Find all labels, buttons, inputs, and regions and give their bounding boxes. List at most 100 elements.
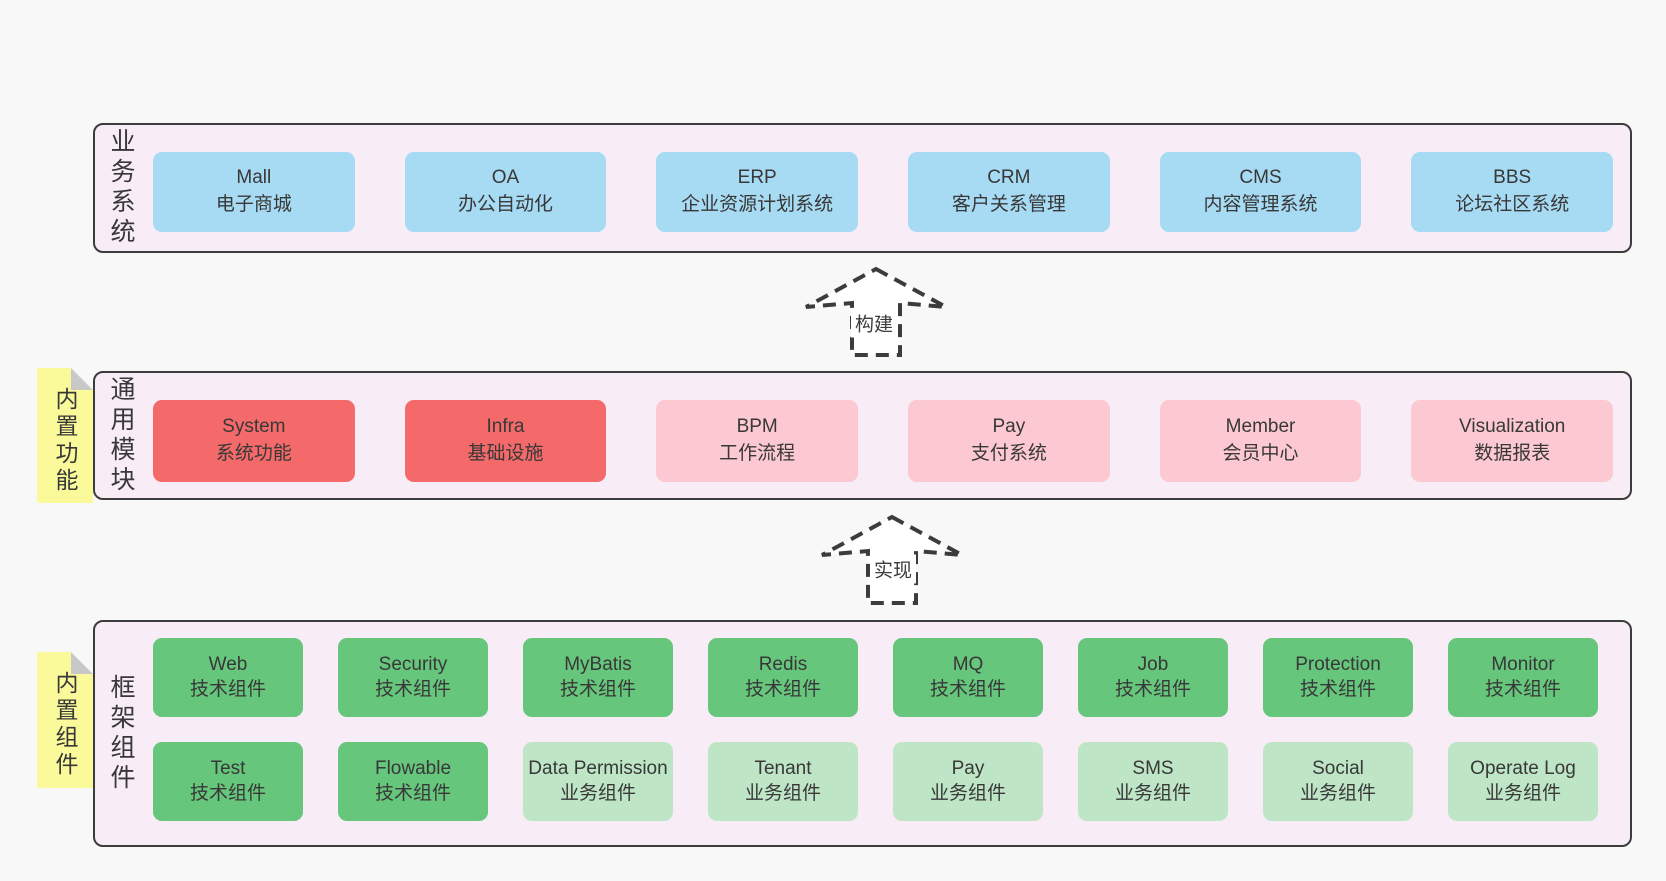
- box-subtitle: 论坛社区系统: [1455, 194, 1570, 215]
- component-box: Security 技术组件: [338, 638, 488, 717]
- band-label: 通用模块: [107, 375, 135, 496]
- band-common-modules: 通用模块 System 系统功能 Infra 基础设施 BPM 工作流程 Pay…: [93, 371, 1632, 500]
- box-subtitle: 技术组件: [1114, 678, 1191, 700]
- box-subtitle: 办公自动化: [458, 194, 554, 215]
- box-title: Pay: [951, 757, 985, 779]
- box-subtitle: 内容管理系统: [1203, 194, 1318, 215]
- component-box: Job 技术组件: [1078, 638, 1228, 717]
- component-box: MyBatis 技术组件: [523, 638, 673, 717]
- box-title: MyBatis: [564, 653, 632, 675]
- component-box: Infra 基础设施: [404, 400, 607, 482]
- box-title: Infra: [486, 416, 525, 438]
- box-title: Tenant: [754, 757, 812, 779]
- component-box: Operate Log 业务组件: [1448, 742, 1598, 821]
- band-label-wrap: 通用模块: [105, 373, 137, 498]
- component-box: CRM 客户关系管理: [908, 152, 1110, 232]
- box-subtitle: 客户关系管理: [951, 194, 1066, 215]
- component-box: Redis 技术组件: [708, 638, 858, 717]
- box-subtitle: 基础设施: [467, 443, 544, 464]
- component-box: Test 技术组件: [153, 742, 303, 821]
- common-modules-row: System 系统功能 Infra 基础设施 BPM 工作流程 Pay 支付系统…: [153, 400, 1614, 482]
- band-label-wrap: 业务系统: [105, 125, 137, 251]
- box-title: Pay: [992, 416, 1026, 438]
- component-box: Social 业务组件: [1263, 742, 1413, 821]
- box-title: Member: [1225, 416, 1296, 438]
- box-subtitle: 技术组件: [189, 678, 266, 700]
- box-title: CMS: [1239, 167, 1282, 189]
- sticky-note-label: 内置组件: [52, 671, 78, 779]
- box-subtitle: 数据报表: [1474, 443, 1551, 464]
- framework-components-row-1: Web 技术组件 Security 技术组件 MyBatis 技术组件 Redi…: [153, 638, 1598, 717]
- component-box: BBS 论坛社区系统: [1411, 152, 1614, 232]
- box-subtitle: 技术组件: [559, 678, 636, 700]
- sticky-note-built-in-components: 内置组件: [37, 652, 93, 788]
- box-subtitle: 技术组件: [374, 782, 451, 804]
- box-title: CRM: [987, 167, 1031, 189]
- box-subtitle: 工作流程: [719, 443, 796, 464]
- box-subtitle: 技术组件: [374, 678, 451, 700]
- business-systems-row: Mall 电子商城 OA 办公自动化 ERP 企业资源计划系统 CRM 客户关系…: [153, 152, 1614, 232]
- box-subtitle: 技术组件: [744, 678, 821, 700]
- framework-components-row-2: Test 技术组件 Flowable 技术组件 Data Permission …: [153, 742, 1598, 821]
- component-box: System 系统功能: [153, 400, 355, 482]
- band-label-wrap: 框架组件: [105, 622, 137, 845]
- component-box: Tenant 业务组件: [708, 742, 858, 821]
- box-title: Web: [208, 653, 248, 675]
- box-title: Flowable: [374, 757, 452, 779]
- component-box: CMS 内容管理系统: [1159, 152, 1362, 232]
- box-title: Monitor: [1491, 653, 1555, 675]
- box-subtitle: 业务组件: [1114, 782, 1191, 804]
- box-title: Security: [378, 653, 448, 675]
- box-title: Protection: [1295, 653, 1381, 675]
- component-box: Monitor 技术组件: [1448, 638, 1598, 717]
- box-title: Visualization: [1459, 416, 1566, 438]
- box-title: Social: [1312, 757, 1364, 779]
- box-title: Redis: [758, 653, 808, 675]
- box-subtitle: 会员中心: [1222, 443, 1299, 464]
- component-box: ERP 企业资源计划系统: [656, 152, 859, 232]
- component-box: OA 办公自动化: [404, 152, 607, 232]
- box-title: Operate Log: [1470, 757, 1576, 779]
- box-title: System: [222, 416, 286, 438]
- component-box: Visualization 数据报表: [1411, 400, 1614, 482]
- box-subtitle: 技术组件: [1299, 678, 1376, 700]
- component-box: Data Permission 业务组件: [523, 742, 673, 821]
- box-subtitle: 业务组件: [744, 782, 821, 804]
- box-subtitle: 业务组件: [559, 782, 636, 804]
- component-box: Web 技术组件: [153, 638, 303, 717]
- sticky-note-label: 内置功能: [52, 386, 78, 495]
- band-label: 业务系统: [107, 128, 135, 248]
- band-framework-components: 框架组件 Web 技术组件 Security 技术组件 MyBatis 技术组件…: [93, 620, 1632, 847]
- band-business-systems: 业务系统 Mall 电子商城 OA 办公自动化 ERP 企业资源计划系统 CRM…: [93, 123, 1632, 253]
- component-box: BPM 工作流程: [656, 400, 859, 482]
- box-title: BPM: [736, 416, 778, 438]
- box-title: Data Permission: [528, 757, 668, 779]
- component-box: Pay 业务组件: [893, 742, 1043, 821]
- band-label: 框架组件: [107, 673, 135, 794]
- box-subtitle: 技术组件: [929, 678, 1006, 700]
- box-subtitle: 业务组件: [929, 782, 1006, 804]
- folded-corner-icon: [71, 652, 93, 674]
- sticky-note-built-in-features: 内置功能: [37, 368, 93, 503]
- component-box: Mall 电子商城: [153, 152, 355, 232]
- box-subtitle: 技术组件: [189, 782, 266, 804]
- box-subtitle: 电子商城: [215, 194, 292, 215]
- box-subtitle: 业务组件: [1484, 782, 1561, 804]
- framework-components-grid: Web 技术组件 Security 技术组件 MyBatis 技术组件 Redi…: [153, 638, 1598, 821]
- box-subtitle: 系统功能: [215, 443, 292, 464]
- component-box: MQ 技术组件: [893, 638, 1043, 717]
- box-title: Job: [1137, 653, 1169, 675]
- component-box: Flowable 技术组件: [338, 742, 488, 821]
- box-subtitle: 支付系统: [970, 443, 1047, 464]
- box-title: BBS: [1493, 167, 1532, 189]
- arrow-label-build: 构建: [850, 308, 898, 338]
- box-subtitle: 技术组件: [1484, 678, 1561, 700]
- box-subtitle: 企业资源计划系统: [681, 194, 834, 215]
- box-title: OA: [491, 167, 520, 189]
- component-box: Pay 支付系统: [908, 400, 1110, 482]
- box-title: ERP: [737, 167, 777, 189]
- component-box: Protection 技术组件: [1263, 638, 1413, 717]
- arrow-label-implement: 实现: [869, 554, 917, 584]
- box-subtitle: 业务组件: [1299, 782, 1376, 804]
